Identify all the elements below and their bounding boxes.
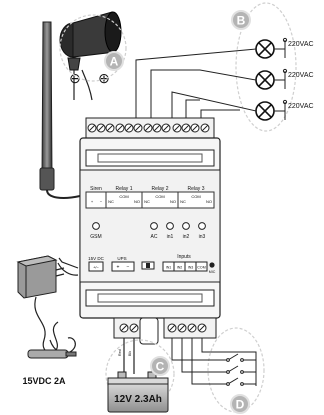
siren-plus-symbol: ⊕	[98, 70, 110, 86]
terminal-labels: + − NC COM NO NC COM NO NC COM NO	[91, 194, 212, 204]
terminal-label: NO	[170, 199, 176, 204]
callout-c-label: C	[156, 360, 165, 374]
input-label-com: COM	[197, 266, 205, 270]
section-label-relay-3: Relay 3	[188, 186, 205, 192]
callout-a-marker: A	[59, 14, 127, 82]
input-label-in1: IN1	[166, 266, 172, 270]
adapter-label: 15VDC 2A	[22, 376, 66, 386]
power-label-15vdc: 15V DC	[88, 256, 105, 261]
mic-label: MIC	[209, 270, 216, 274]
battery-wire-red: Red	[118, 349, 122, 356]
top-terminal-screws	[87, 123, 210, 133]
led-gsm	[92, 222, 100, 230]
terminal-label: COM	[119, 194, 128, 199]
gsm-antenna	[39, 21, 81, 199]
section-label-siren: Siren	[90, 186, 102, 192]
led-in3	[198, 222, 206, 230]
battery-wire-black: Blk	[128, 351, 132, 356]
led-in2	[182, 222, 190, 230]
callout-b-label: B	[237, 14, 246, 28]
led-label-in1: in1	[167, 234, 174, 240]
callout-d-marker: D	[230, 394, 250, 414]
terminal-label: COM	[191, 194, 200, 199]
lamp-2-voltage: 220VAC	[288, 72, 314, 79]
terminal-label: NC	[144, 199, 150, 204]
terminal-label: +	[91, 199, 94, 204]
dc-jack-block	[88, 261, 104, 272]
input-switches	[171, 327, 265, 413]
battery: C	[105, 338, 175, 413]
lamp-1-voltage: 220VAC	[288, 41, 314, 48]
led-in1	[166, 222, 174, 230]
siren-horn	[59, 11, 122, 101]
terminal-label: NO	[134, 199, 140, 204]
callout-b-marker: B	[231, 10, 251, 30]
led-label-in3: in3	[199, 234, 206, 240]
ups-plus: +	[117, 265, 120, 271]
terminal-label: NC	[180, 199, 186, 204]
terminal-label: −	[100, 199, 103, 204]
input-label-in2: IN2	[177, 266, 183, 270]
mic-jack	[209, 262, 215, 268]
lamp-2	[255, 70, 275, 90]
section-label-relay-1: Relay 1	[116, 186, 133, 192]
terminal-label: COM	[155, 194, 164, 199]
inputs-title: Inputs	[177, 254, 191, 260]
relay-wiring	[135, 48, 257, 120]
power-label-ups: UPS	[117, 256, 126, 261]
ups-minus: −	[127, 265, 130, 271]
section-label-relay-2: Relay 2	[152, 186, 169, 192]
lamp-3-voltage: 220VAC	[288, 103, 314, 110]
led-ac	[150, 222, 158, 230]
callout-d-label: D	[236, 398, 245, 412]
lamp-1	[255, 39, 275, 59]
ups-block	[111, 261, 135, 272]
lamp-3	[255, 101, 275, 121]
led-label-ac: AC	[151, 234, 158, 240]
power-adapter	[16, 255, 79, 359]
bottom-terminal-screws	[119, 323, 207, 333]
led-label-gsm: GSM	[90, 234, 101, 240]
gsm-module	[79, 117, 221, 345]
battery-label: 12V 2.3Ah	[114, 394, 162, 405]
input-label-in3: IN3	[188, 266, 194, 270]
input-terminal-block	[162, 261, 208, 272]
dc-jack-polarity: +/−	[93, 265, 99, 270]
status-leds	[92, 222, 206, 230]
siren-minus-symbol: ⊖	[69, 70, 81, 86]
terminal-label: NO	[206, 199, 212, 204]
callout-a-label: A	[110, 55, 119, 69]
led-label-in2: in2	[183, 234, 190, 240]
terminal-label: NC	[108, 199, 114, 204]
